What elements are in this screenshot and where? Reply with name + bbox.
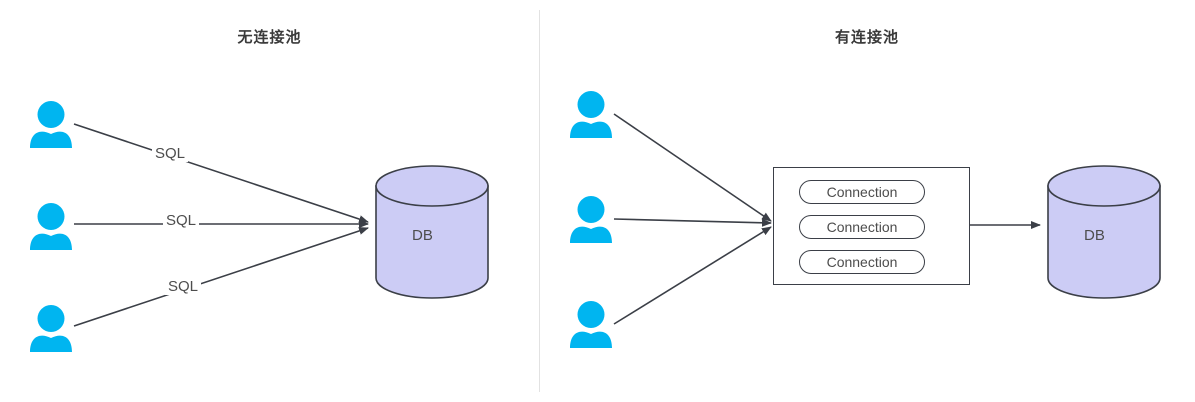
edge-label-sql-1: SQL	[152, 145, 189, 162]
panel-title-right: 有连接池	[834, 29, 899, 46]
left-panel-edges	[73, 123, 369, 327]
user-icon-left-2	[28, 202, 74, 250]
connection-pill-2: Connection	[799, 215, 925, 239]
connection-pill-3: Connection	[799, 250, 925, 274]
user-icon-left-1	[28, 100, 74, 148]
edge-label-sql-2: SQL	[163, 212, 200, 229]
user-icon-right-1	[568, 90, 614, 138]
panel-divider	[539, 10, 540, 392]
panel-title-left: 无连接池	[237, 29, 302, 46]
connection-pill-1: Connection	[799, 180, 925, 204]
edge-client1-pool	[613, 113, 772, 222]
database-label-right: DB	[1084, 227, 1105, 244]
database-label-left: DB	[412, 227, 433, 244]
user-icon-left-3	[28, 304, 74, 352]
edge-client3-pool	[613, 226, 772, 325]
connection-pool-box: Connection Connection Connection	[773, 167, 970, 285]
user-icon-right-2	[568, 195, 614, 243]
user-icon-right-3	[568, 300, 614, 348]
edge-client2-pool	[613, 218, 772, 227]
edge-client3-db	[73, 227, 369, 327]
edge-client1-db	[73, 123, 369, 223]
edge-label-sql-3: SQL	[165, 278, 202, 295]
